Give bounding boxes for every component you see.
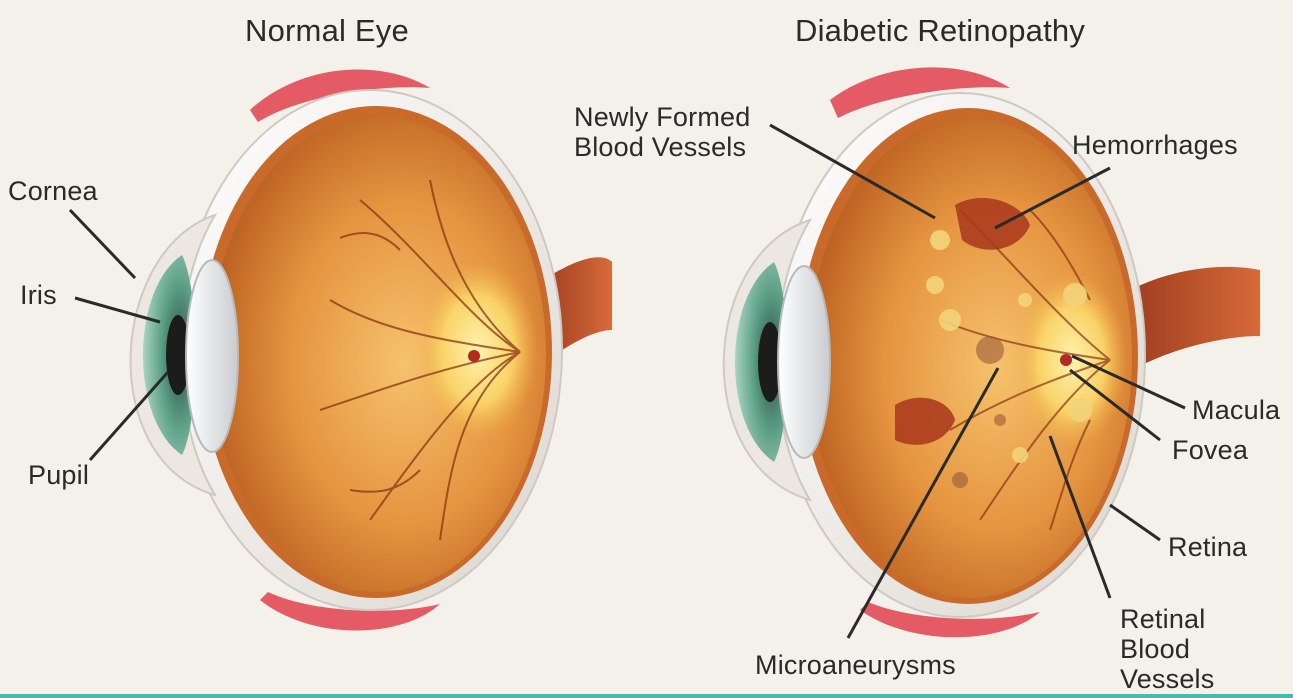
label-macula: Macula (1192, 395, 1280, 425)
accent-strip (0, 694, 1293, 698)
lens (186, 260, 238, 452)
fovea-dot-dr (1060, 354, 1072, 366)
title-diabetic-retinopathy: Diabetic Retinopathy (795, 14, 1085, 48)
label-retina: Retina (1168, 532, 1247, 562)
optic-nerve-dr (1130, 267, 1260, 368)
label-hemorrhages: Hemorrhages (1072, 130, 1238, 160)
label-iris: Iris (20, 280, 57, 310)
fovea-dot (468, 350, 480, 362)
label-fovea: Fovea (1172, 435, 1248, 465)
lens-dr (778, 266, 830, 458)
label-cornea: Cornea (8, 176, 98, 206)
normal-eye (70, 70, 612, 631)
label-newly-formed-blood-vessels: Newly Formed Blood Vessels (574, 102, 750, 162)
label-microaneurysms: Microaneurysms (755, 650, 956, 680)
macula-area (418, 260, 538, 440)
label-pupil: Pupil (28, 460, 89, 490)
label-retinal-blood-vessels: Retinal Blood Vessels (1120, 604, 1214, 694)
title-normal-eye: Normal Eye (245, 14, 409, 48)
